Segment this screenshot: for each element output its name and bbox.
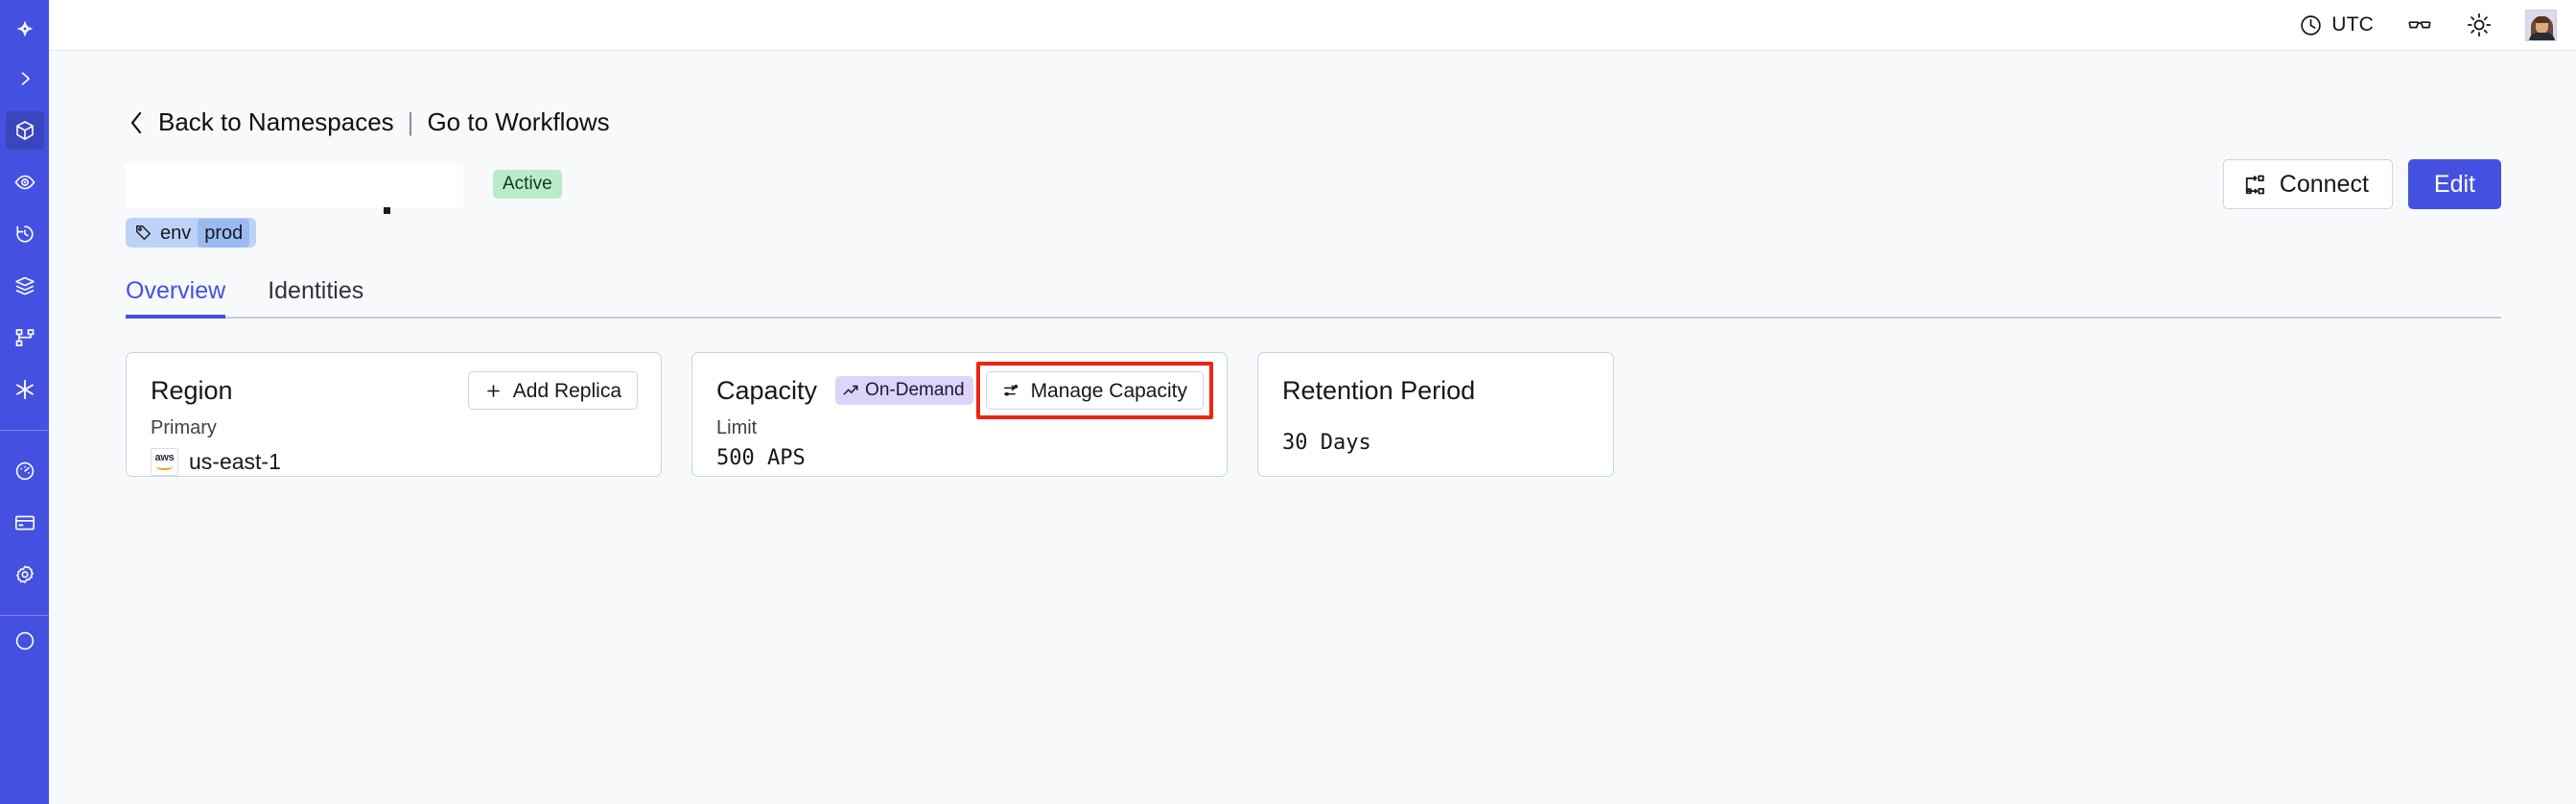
capacity-card-title: Capacity [716,375,818,405]
region-value: us-east-1 [189,449,281,474]
gauge-icon[interactable] [6,452,44,490]
retention-card-title: Retention Period [1282,375,1476,405]
add-replica-label: Add Replica [512,379,621,402]
sliders-icon [1002,382,1020,400]
region-card-header: Region Add Replica [151,371,638,410]
sitemap-icon[interactable] [6,319,44,357]
manage-capacity-wrap: Manage Capacity [975,362,1213,419]
timezone-selector[interactable]: UTC [2299,13,2374,37]
namespace-actions: Connect Edit [2222,159,2501,209]
tag-key: env [160,222,192,244]
sidebar-divider-1 [0,430,49,431]
chevron-right-icon[interactable] [6,59,44,98]
sun-icon[interactable] [2466,12,2493,38]
tab-bar: Overview Identities [126,279,2501,319]
manage-capacity-label: Manage Capacity [1030,379,1187,402]
namespace-tags: env prod [126,218,2501,248]
glasses-icon[interactable] [2406,12,2433,38]
retention-value: 30 Days [1282,431,1371,455]
credit-card-icon[interactable] [6,504,44,542]
namespace-title-row: Active [126,159,2501,214]
topbar: UTC [49,0,2576,51]
add-replica-wrap: Add Replica [467,371,638,410]
help-icon[interactable] [6,629,44,650]
layers-icon[interactable] [6,267,44,305]
breadcrumb-separator: | [407,107,414,136]
on-demand-badge: On-Demand [835,376,973,405]
user-avatar[interactable] [2525,9,2557,41]
tag-icon [134,224,152,242]
timezone-label: UTC [2331,13,2374,35]
edit-button[interactable]: Edit [2407,159,2501,209]
tag-chip[interactable]: env prod [126,218,257,248]
breadcrumb: Back to Namespaces | Go to Workflows [126,107,2501,137]
capacity-limit-label: Limit [716,417,758,438]
edit-button-label: Edit [2433,170,2475,198]
breadcrumb-workflows-link[interactable]: Go to Workflows [427,107,610,136]
page-content: Back to Namespaces | Go to Workflows Act… [49,51,2576,804]
trending-up-icon [842,382,859,399]
tab-identities[interactable]: Identities [246,279,385,317]
region-value-row: aws us-east-1 [151,448,638,476]
sidebar-divider-2 [0,615,49,616]
primary-sidebar [0,0,49,804]
eye-icon[interactable] [6,163,44,201]
title-caret-marker [384,207,390,214]
breadcrumb-back-link[interactable]: Back to Namespaces [158,107,394,136]
capacity-value: 500 APS [716,446,806,470]
aws-logo-icon: aws [151,448,178,476]
manage-capacity-button[interactable]: Manage Capacity [985,371,1204,410]
add-replica-button[interactable]: Add Replica [467,371,638,410]
asterisk-icon[interactable] [6,370,44,409]
status-badge: Active [493,170,562,199]
capacity-card: Capacity On-Demand [691,352,1228,477]
tab-identities-label: Identities [268,277,364,304]
capacity-card-header: Capacity On-Demand [716,362,1213,419]
region-card-title: Region [151,375,233,405]
tab-overview[interactable]: Overview [126,277,246,319]
main-pane: UTC [49,0,2576,804]
plus-icon [484,382,503,400]
tag-value: prod [198,218,250,248]
overview-cards: Region Add Replica Primary [126,352,2501,477]
history-clock-icon[interactable] [6,215,44,253]
namespace-title [126,164,463,208]
tab-overview-label: Overview [126,277,226,304]
connect-icon [2243,173,2267,197]
connect-button[interactable]: Connect [2222,159,2393,209]
retention-card-header: Retention Period [1282,374,1590,407]
chevron-left-icon[interactable] [126,109,147,136]
sidebar-item-namespaces[interactable] [5,111,44,150]
connect-button-label: Connect [2279,170,2369,198]
region-primary-label: Primary [151,417,217,438]
on-demand-badge-label: On-Demand [865,380,965,400]
region-card: Region Add Replica Primary [126,352,662,477]
temporal-logo-icon[interactable] [6,6,44,52]
gear-icon[interactable] [6,556,44,594]
retention-card: Retention Period 30 Days [1257,352,1614,477]
clock-icon [2299,13,2323,37]
